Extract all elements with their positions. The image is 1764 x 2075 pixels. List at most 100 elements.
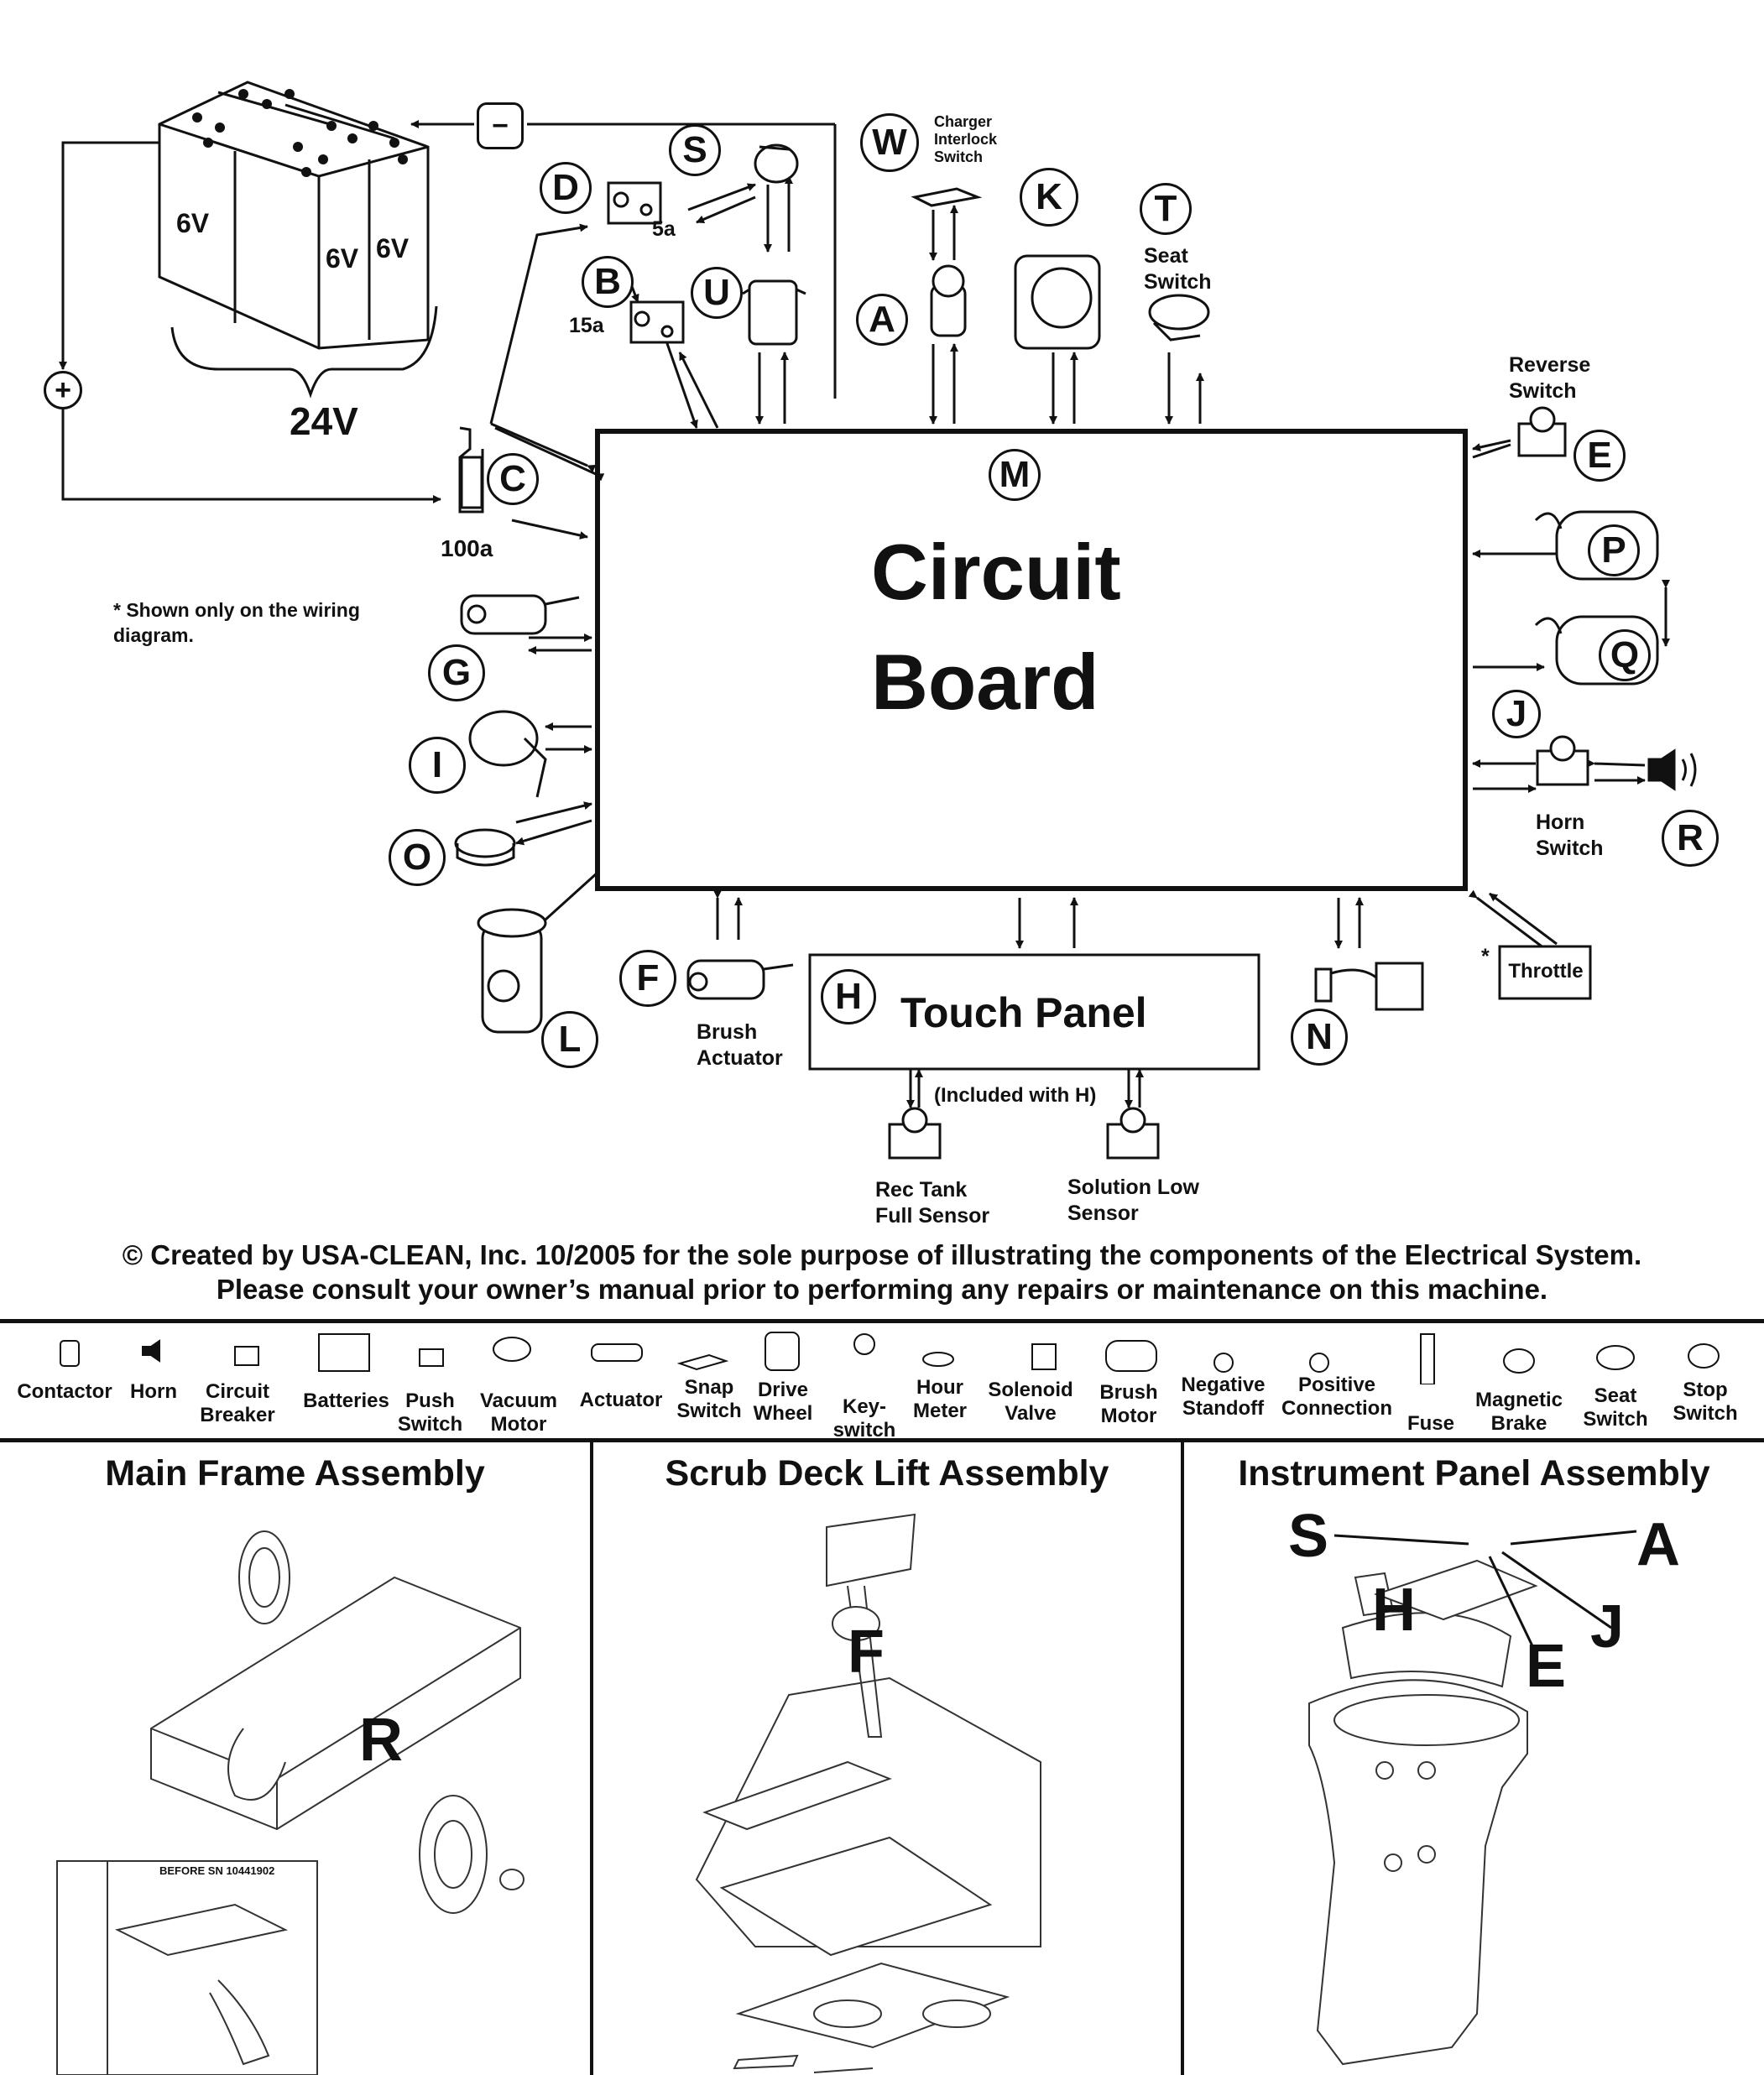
copyright-line-1: © Created by USA-CLEAN, Inc. 10/2005 for… (122, 1239, 1642, 1270)
component-D: D (540, 162, 592, 214)
circuit-board-title-1: Circuit (871, 528, 1121, 616)
legend-keyswitch: Key-switch (832, 1395, 896, 1442)
component-T: T (1140, 183, 1192, 235)
main-frame-drawing (56, 1530, 525, 2075)
main-frame-title: Main Frame Assembly (105, 1453, 485, 1494)
solution-low-sensor-icon (1106, 1107, 1160, 1160)
scrub-deck-title: Scrub Deck Lift Assembly (665, 1453, 1109, 1494)
legend-positive-connection: Positive Connection (1281, 1374, 1392, 1420)
legend-fuse: Fuse (1407, 1412, 1454, 1435)
keyswitch-legend-icon (853, 1333, 875, 1355)
stop-switch-legend-icon (1688, 1343, 1720, 1369)
throttle-star: * (1481, 945, 1490, 968)
circuit-board-title-2: Board (871, 638, 1099, 726)
included-with-h: (Included with H) (934, 1084, 1097, 1107)
magnetic-brake-icon (468, 710, 547, 798)
legend-contactor: Contactor (17, 1380, 112, 1403)
touch-panel-label: Touch Panel (900, 989, 1147, 1036)
circuit-breaker-legend-icon (234, 1346, 259, 1366)
legend-circuit-breaker: Circuit Breaker (200, 1380, 275, 1426)
actuator-f-icon (686, 959, 794, 1000)
throttle-label: Throttle (1508, 960, 1584, 983)
component-B: B (582, 256, 634, 308)
component-F: F (619, 950, 676, 1007)
component-P: P (1588, 524, 1640, 576)
fuse-100a-label: 100a (441, 535, 493, 561)
legend-magnetic-brake: Magnetic Brake (1474, 1389, 1563, 1435)
legend-negative-standoff: Negative Standoff (1181, 1374, 1266, 1420)
legend-bottom-border (0, 1438, 1764, 1442)
component-M: M (989, 449, 1041, 501)
circuit-breaker-5a-icon (607, 181, 662, 225)
positive-connection-icon: + (44, 371, 82, 409)
assembly-drawings (56, 1513, 1637, 2075)
horn-switch-label: Horn Switch (1536, 811, 1604, 860)
circuit-breaker-15a-icon (629, 300, 685, 344)
actuator-legend-icon (591, 1343, 643, 1362)
negative-standoff-legend-icon (1213, 1353, 1234, 1373)
magnetic-brake-legend-icon (1503, 1348, 1535, 1374)
component-N: N (1291, 1009, 1348, 1066)
solenoid-valve-icon (1314, 962, 1424, 1011)
copyright-line-2: Please consult your owner’s manual prior… (216, 1274, 1548, 1305)
legend-top-border (0, 1319, 1764, 1323)
legend-snap-switch: Snap Switch (676, 1376, 742, 1422)
fuse-legend-icon (1420, 1333, 1435, 1384)
instrument-callout-E: E (1526, 1633, 1567, 1700)
component-G: G (428, 644, 485, 701)
brush-motor-legend-icon (1105, 1340, 1157, 1372)
stop-switch-icon (754, 143, 799, 184)
component-S: S (669, 124, 721, 176)
brush-actuator-label: Brush Actuator (697, 1020, 783, 1070)
hour-meter-legend-icon (922, 1352, 954, 1367)
snap-switch-legend-icon (676, 1353, 729, 1371)
component-L: L (541, 1011, 598, 1068)
battery-cell-1: 6V (176, 208, 210, 238)
instrument-panel-title: Instrument Panel Assembly (1238, 1453, 1710, 1494)
legend-vacuum-motor: Vacuum Motor (479, 1389, 558, 1436)
seat-switch-label: Seat Switch (1144, 244, 1212, 294)
horn-icon (1647, 748, 1697, 791)
component-E: E (1574, 430, 1626, 482)
scrub-deck-drawing (695, 1513, 1041, 2073)
wiring-diagram (59, 81, 1697, 1160)
solution-low-label: Solution Low Sensor (1067, 1176, 1199, 1225)
legend-hour-meter: Hour Meter (912, 1376, 968, 1422)
drive-wheel-icon (1014, 254, 1101, 350)
throttle-box (1498, 945, 1592, 1000)
panel-divider-2 (1181, 1442, 1184, 2075)
rec-tank-label: Rec Tank Full Sensor (875, 1178, 990, 1228)
legend-horn: Horn (130, 1380, 177, 1403)
wiring-note: * Shown only on the wiring diagram. (113, 599, 360, 646)
component-Q: Q (1599, 629, 1651, 681)
battery-pack-icon (158, 81, 438, 399)
component-U: U (691, 267, 743, 319)
instrument-callout-H: H (1372, 1577, 1416, 1644)
legend-seat-switch: Seat Switch (1583, 1384, 1648, 1431)
scrub-deck-callout: F (848, 1619, 885, 1686)
solenoid-valve-legend-icon (1031, 1343, 1057, 1370)
reverse-switch-label: Reverse Switch (1509, 353, 1591, 403)
legend-icons (60, 1332, 1720, 1384)
legend-push-switch: Push Switch (397, 1389, 463, 1436)
horn-switch-icon (1536, 735, 1589, 786)
hour-meter-icon (454, 828, 516, 867)
charger-interlock-icon (911, 187, 983, 207)
fuse-5a-label: 5a (652, 217, 676, 241)
positive-connection-legend-icon (1309, 1353, 1329, 1373)
panel-divider-1 (590, 1442, 593, 2075)
component-R: R (1662, 810, 1719, 867)
legend-actuator: Actuator (579, 1389, 663, 1411)
instrument-callout-S: S (1288, 1503, 1329, 1570)
negative-standoff-icon: − (477, 102, 524, 149)
battery-cell-2: 6V (326, 243, 359, 274)
component-C: C (487, 453, 539, 505)
seat-switch-legend-icon (1596, 1345, 1635, 1370)
fuse-15a-label: 15a (569, 314, 604, 337)
component-I: I (409, 737, 466, 794)
component-H: H (821, 969, 876, 1024)
component-W: W (860, 113, 919, 172)
horn-legend-icon (142, 1339, 160, 1363)
main-frame-callout: R (359, 1707, 403, 1774)
main-frame-note: BEFORE SN 10441902 (159, 1864, 275, 1877)
